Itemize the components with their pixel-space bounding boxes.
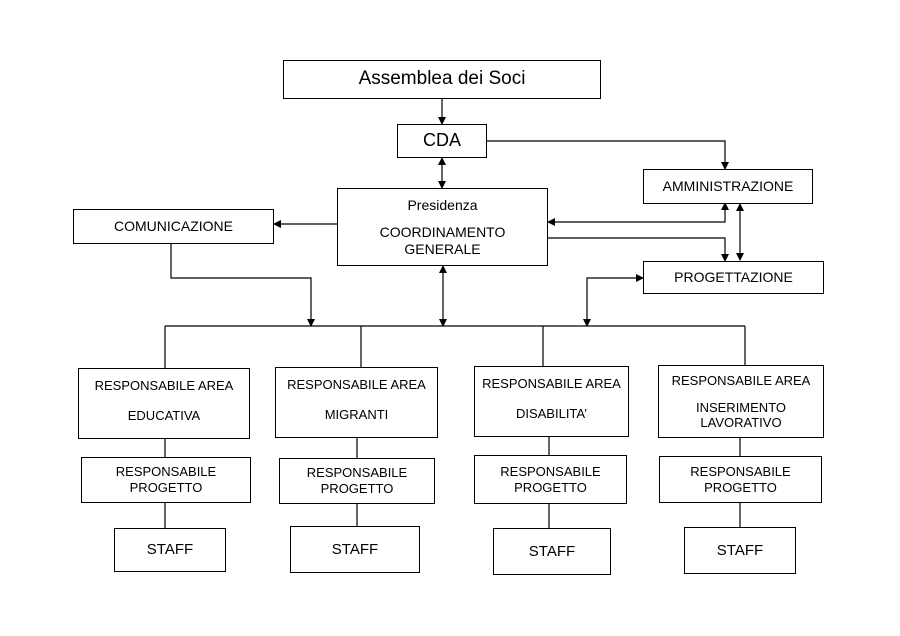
progetto-1-line1: RESPONSABILE [115, 464, 217, 480]
progetto-box-4: RESPONSABILE PROGETTO [659, 456, 822, 503]
staff-box-2: STAFF [290, 526, 420, 573]
progetto-3-line2: PROGETTO [514, 479, 587, 495]
area-disabilita-name: DISABILITA’ [515, 405, 588, 421]
progetto-4-line1: RESPONSABILE [690, 463, 791, 479]
arrow-comunicazione-bus [170, 243, 315, 327]
coordinamento-label: COORDINAMENTO [379, 223, 506, 240]
generale-label: GENERALE [404, 240, 481, 257]
staff-2-label: STAFF [331, 540, 379, 558]
progettazione-box: PROGETTAZIONE [643, 261, 824, 294]
progetto-2-line2: PROGETTO [320, 481, 394, 496]
progetto-box-1: RESPONSABILE PROGETTO [81, 457, 251, 503]
amministrazione-box: AMMINISTRAZIONE [643, 169, 813, 204]
area-inserimento-name-2: LAVORATIVO [700, 415, 782, 431]
comunicazione-label: COMUNICAZIONE [114, 218, 233, 235]
staff-1-label: STAFF [146, 541, 194, 558]
arrow-amministrazione-presidenza [547, 202, 729, 226]
progetto-2-line1: RESPONSABILE [306, 465, 408, 481]
area-educativa-title: RESPONSABILE AREA [94, 378, 234, 393]
staff-3-label: STAFF [528, 542, 576, 560]
area-educativa-name: EDUCATIVA [127, 407, 201, 423]
amministrazione-label: AMMINISTRAZIONE [662, 178, 794, 195]
assemblea-soci-label: Assemblea dei Soci [358, 68, 526, 90]
arrow-presidenza-progettazione [548, 237, 729, 262]
progetto-1-line2: PROGETTO [129, 480, 203, 495]
presidenza-box: Presidenza COORDINAMENTO GENERALE [337, 188, 548, 266]
presidenza-label: Presidenza [407, 197, 478, 213]
area-disabilita-box: RESPONSABILE AREA DISABILITA’ [474, 366, 629, 437]
area-inserimento-box: RESPONSABILE AREA INSERIMENTO LAVORATIVO [658, 365, 824, 438]
area-inserimento-name: INSERIMENTO [695, 399, 787, 415]
area-migranti-box: RESPONSABILE AREA MIGRANTI [275, 367, 438, 438]
cda-label: CDA [422, 130, 461, 151]
area-inserimento-title: RESPONSABILE AREA [671, 373, 811, 388]
progetto-3-line1: RESPONSABILE [500, 463, 601, 479]
area-migranti-title: RESPONSABILE AREA [287, 377, 426, 392]
progetto-box-3: RESPONSABILE PROGETTO [474, 455, 627, 504]
progettazione-label: PROGETTAZIONE [674, 269, 793, 286]
assemblea-soci-box: Assemblea dei Soci [283, 60, 601, 99]
area-educativa-box: RESPONSABILE AREA EDUCATIVA [78, 368, 250, 439]
progetto-box-2: RESPONSABILE PROGETTO [279, 458, 435, 504]
staff-box-4: STAFF [684, 527, 796, 574]
area-disabilita-title: RESPONSABILE AREA [482, 376, 621, 391]
staff-box-1: STAFF [114, 528, 226, 572]
cda-box: CDA [397, 124, 487, 158]
area-migranti-name: MIGRANTI [324, 406, 389, 422]
arrow-cda-amministrazione [487, 140, 729, 170]
progetto-4-line2: PROGETTO [704, 479, 777, 495]
comunicazione-box: COMUNICAZIONE [73, 209, 274, 244]
arrow-progettazione-bus [583, 274, 644, 327]
staff-4-label: STAFF [716, 541, 764, 559]
staff-box-3: STAFF [493, 528, 611, 575]
